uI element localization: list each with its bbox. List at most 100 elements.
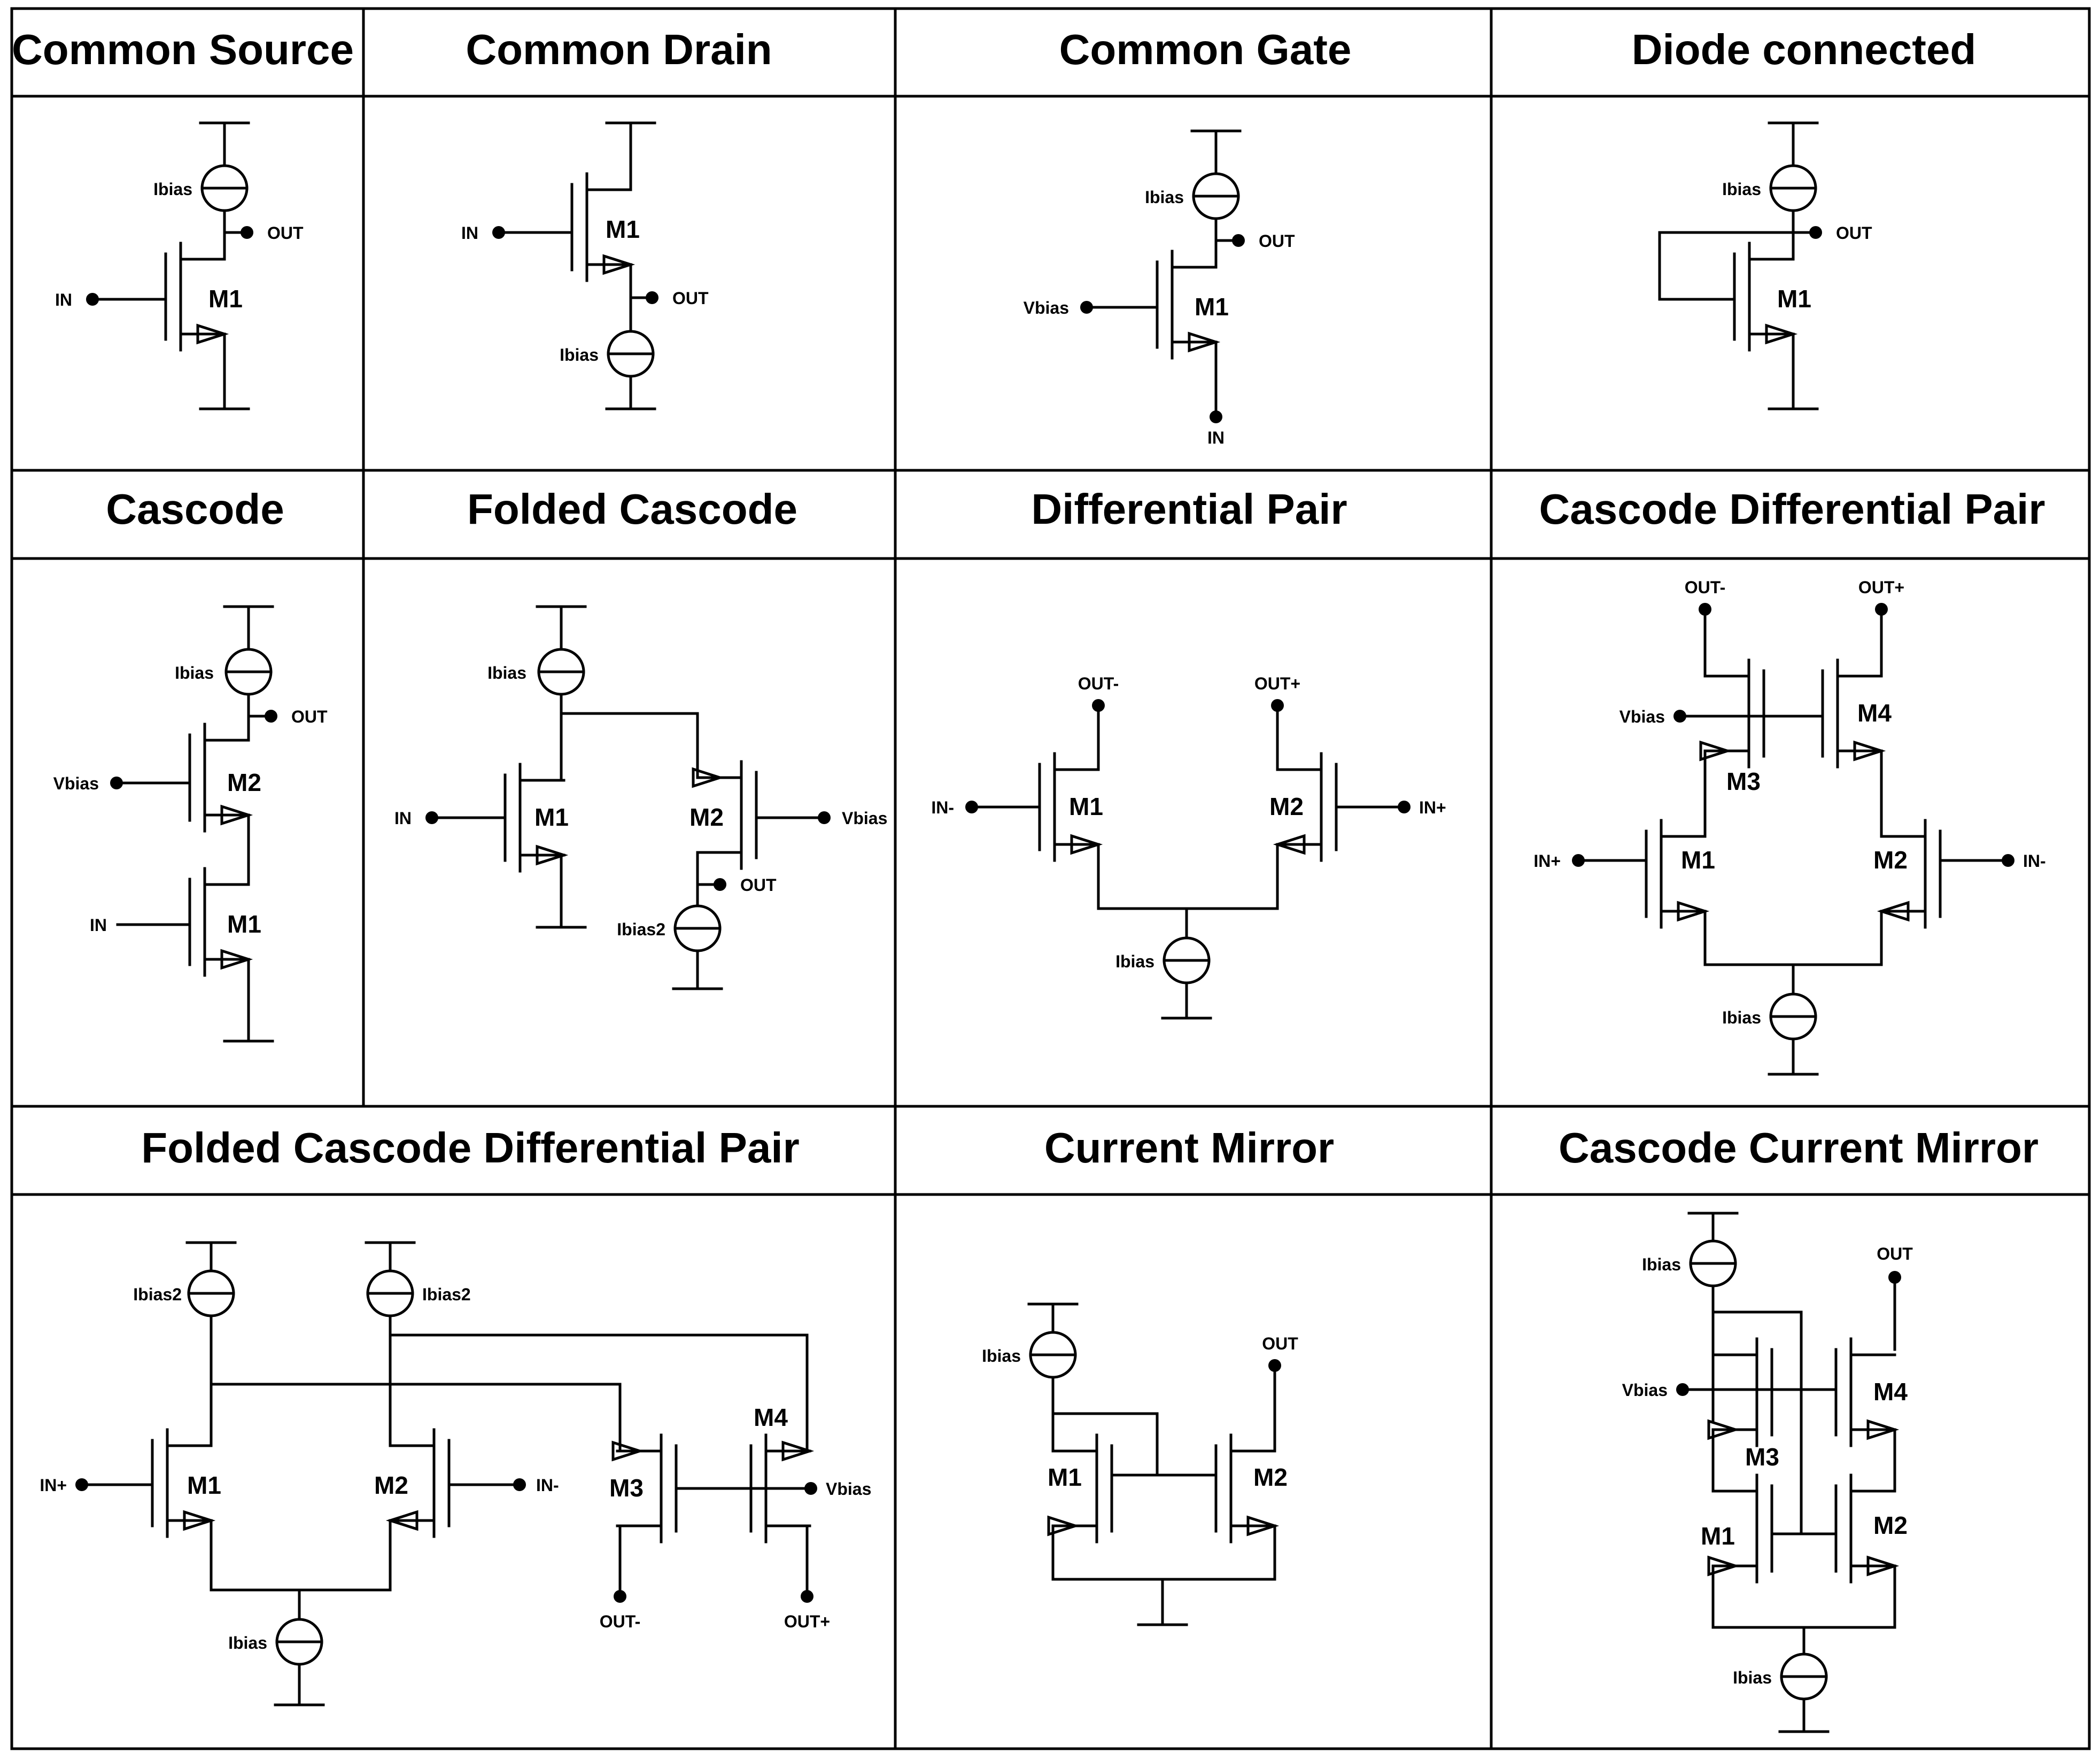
label-in: IN xyxy=(55,290,72,309)
device-m2: M2 xyxy=(1873,1511,1908,1539)
label-vbias: Vbias xyxy=(842,809,887,828)
title-cascode-current-mirror: Cascode Current Mirror xyxy=(1559,1124,2039,1172)
arrow-icon xyxy=(385,1510,419,1531)
terminal-dot xyxy=(1673,710,1686,723)
terminal-dot xyxy=(1232,234,1245,247)
terminal-dot xyxy=(425,811,438,824)
label-out: OUT xyxy=(1877,1244,1913,1263)
device-m1: M1 xyxy=(208,285,243,313)
arrow-icon xyxy=(1699,740,1732,762)
arrow-icon xyxy=(1188,331,1221,353)
device-m1: M1 xyxy=(187,1471,221,1499)
label-out: OUT xyxy=(1259,231,1295,251)
wire xyxy=(560,712,699,779)
title-cascode-differential-pair: Cascode Differential Pair xyxy=(1539,485,2045,533)
terminal-dot xyxy=(1676,1383,1689,1396)
arrow-icon xyxy=(1707,1419,1740,1440)
label-in: IN xyxy=(394,809,412,828)
device-m4: M4 xyxy=(754,1403,788,1431)
device-m2: M2 xyxy=(227,769,261,796)
arrow-icon xyxy=(611,1440,645,1462)
label-ibias2: Ibias2 xyxy=(133,1285,182,1304)
arrow-icon xyxy=(1877,901,1910,922)
arrow-icon xyxy=(1707,1555,1740,1577)
label-out: OUT xyxy=(267,223,304,243)
label-ibias: Ibias xyxy=(1733,1668,1772,1687)
label-out-plus: OUT+ xyxy=(784,1612,830,1631)
titles: Common Source Common Drain Common Gate D… xyxy=(12,26,2045,1172)
arrow-icon xyxy=(692,767,725,788)
label-in-plus: IN+ xyxy=(40,1476,67,1495)
label-in: IN xyxy=(90,916,107,935)
label-ibias: Ibias xyxy=(1642,1255,1681,1274)
label-out: OUT xyxy=(1262,1334,1298,1353)
wire xyxy=(1051,1412,1159,1477)
arrow-icon xyxy=(1853,740,1886,762)
wire xyxy=(1097,843,1279,910)
terminal-dot xyxy=(241,226,253,239)
label-ibias: Ibias xyxy=(560,345,599,364)
arrow-icon xyxy=(536,844,569,866)
title-folded-cascode: Folded Cascode xyxy=(467,485,797,533)
label-vbias: Vbias xyxy=(53,774,99,793)
terminal-dot xyxy=(1080,301,1093,314)
device-m2: M2 xyxy=(1269,793,1304,820)
terminal-dot xyxy=(1809,226,1822,239)
device-m4: M4 xyxy=(1857,699,1892,727)
label-in-plus: IN+ xyxy=(1533,851,1561,871)
label-ibias2: Ibias2 xyxy=(617,920,665,939)
title-differential-pair: Differential Pair xyxy=(1031,485,1347,533)
device-m2: M2 xyxy=(1253,1463,1288,1491)
label-out: OUT xyxy=(1836,223,1872,243)
arrow-icon xyxy=(220,949,253,970)
label-out-minus: OUT- xyxy=(1685,578,1725,597)
label-out: OUT xyxy=(291,707,328,726)
device-m1: M1 xyxy=(1701,1522,1735,1550)
title-cascode: Cascode xyxy=(106,485,284,533)
label-out-minus: OUT- xyxy=(1078,674,1119,693)
wire xyxy=(1703,910,1883,966)
terminal-dot xyxy=(265,710,277,723)
title-folded-cascode-differential-pair: Folded Cascode Differential Pair xyxy=(141,1124,799,1172)
arrow-icon xyxy=(1866,1419,1900,1440)
device-m1: M1 xyxy=(1777,285,1811,313)
label-out-plus: OUT+ xyxy=(1858,578,1904,597)
terminal-dot xyxy=(714,878,726,891)
label-ibias: Ibias xyxy=(487,663,526,682)
arrow-icon xyxy=(183,1510,216,1531)
label-in: IN xyxy=(461,223,478,243)
arrow-icon xyxy=(1765,323,1798,345)
device-m2: M2 xyxy=(689,803,724,831)
device-m1: M1 xyxy=(534,803,569,831)
device-m1: M1 xyxy=(606,215,640,243)
label-out: OUT xyxy=(672,289,709,308)
title-current-mirror: Current Mirror xyxy=(1044,1124,1334,1172)
label-out-minus: OUT- xyxy=(600,1612,640,1631)
label-ibias: Ibias xyxy=(153,180,192,199)
title-common-source: Common Source xyxy=(12,26,354,73)
label-ibias2: Ibias2 xyxy=(422,1285,471,1304)
terminal-dot xyxy=(801,1590,813,1603)
arrow-icon xyxy=(1070,834,1103,855)
device-m1: M1 xyxy=(1069,793,1103,820)
wire xyxy=(210,1383,622,1453)
label-out-plus: OUT+ xyxy=(1254,674,1300,693)
device-m4: M4 xyxy=(1873,1378,1908,1406)
label-in: IN xyxy=(1207,428,1225,447)
device-m1: M1 xyxy=(1048,1463,1082,1491)
label-ibias: Ibias xyxy=(982,1346,1021,1366)
device-m2: M2 xyxy=(374,1471,408,1499)
title-common-gate: Common Gate xyxy=(1059,26,1352,73)
wire xyxy=(210,1519,392,1592)
wire xyxy=(1658,231,1795,301)
label-ibias: Ibias xyxy=(1115,952,1154,971)
label-vbias: Vbias xyxy=(1619,707,1665,726)
